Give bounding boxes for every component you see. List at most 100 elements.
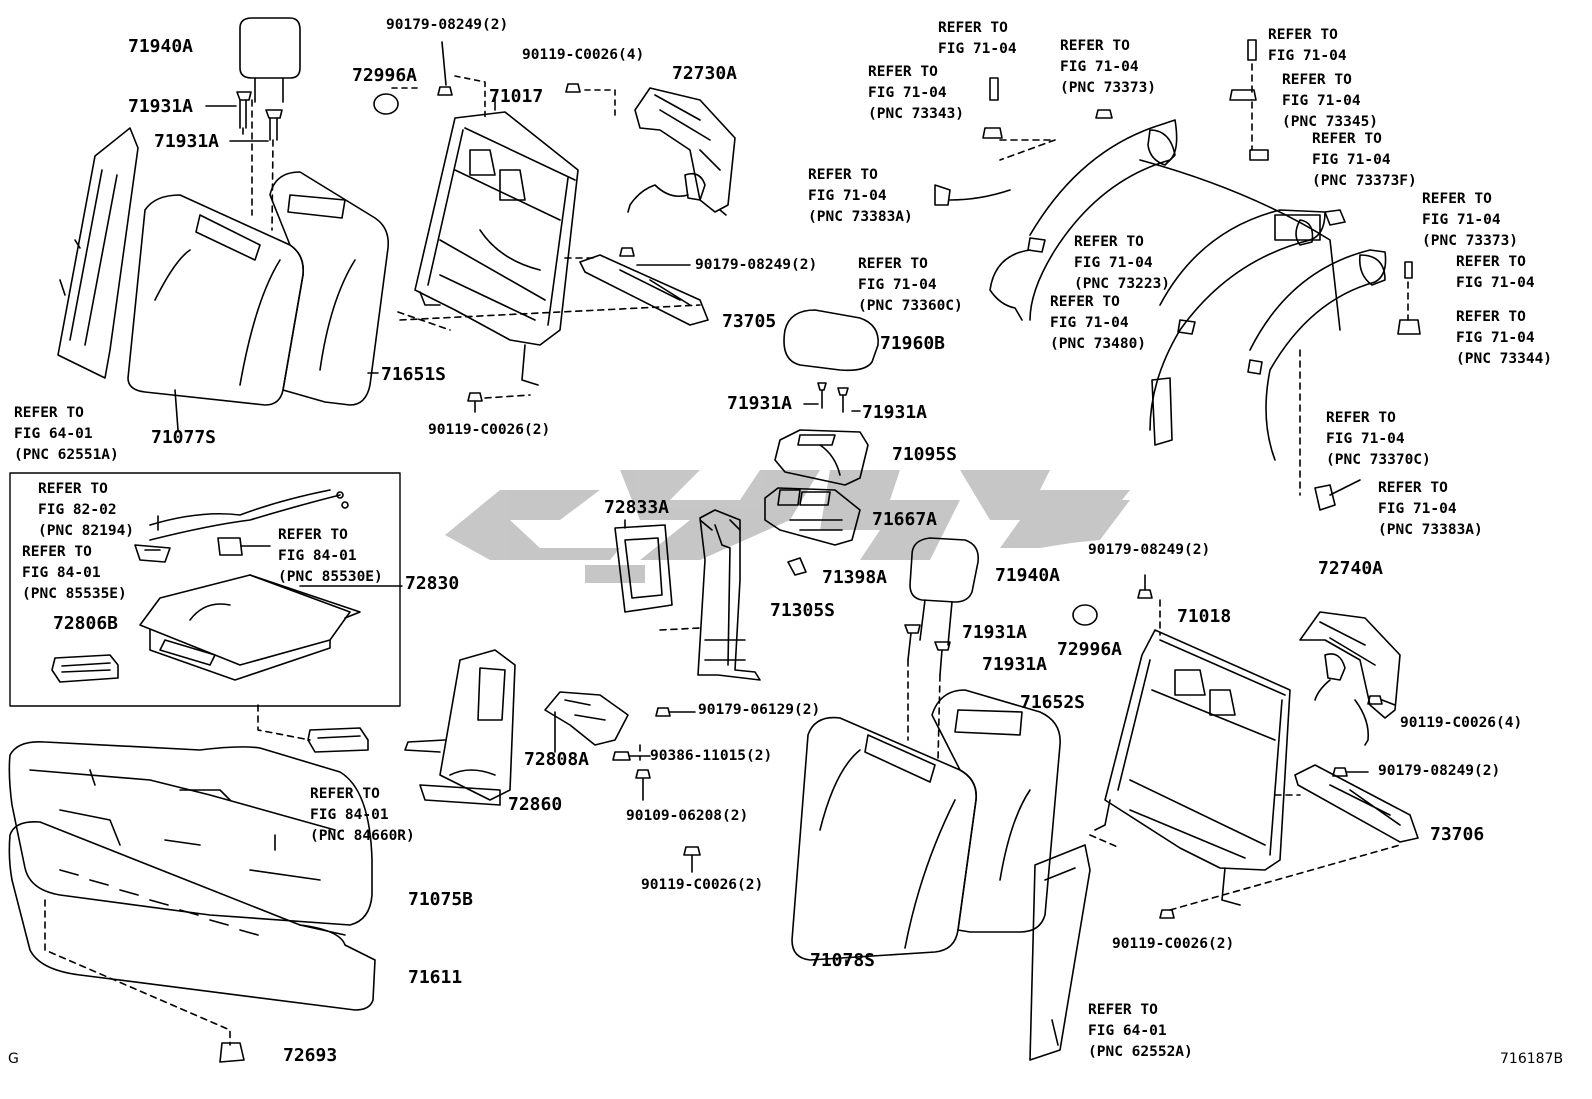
part-label: 90119-C0026(4) [522,47,645,63]
side-trim-panel-right [1029,844,1091,1061]
part-label: 71095S [892,444,958,465]
part-label: 71075B [408,889,474,910]
part-label: 72860 [508,794,563,815]
watermark-logo [445,470,1130,583]
part-label: 72808A [524,749,590,770]
seat-cushion-pad-71611 [8,820,376,1011]
part-label: 90179-08249(2) [695,257,818,273]
part-label: 72730A [672,63,738,84]
part-label: 90119-C0026(2) [641,877,764,893]
part-label: 90119-C0026(4) [1400,715,1523,731]
part-label: 71931A [128,96,194,117]
seatback-frame-71018 [1094,629,1291,906]
guide-71931a-2 [229,109,283,142]
headrest-71940a [239,17,301,103]
part-label: 71611 [408,967,463,988]
part-label: 90109-06208(2) [626,808,749,824]
seatback-cover-71077s [127,194,305,431]
cap-72996a-bottom [1072,604,1098,626]
part-label: 90179-06129(2) [698,702,821,718]
part-label: 71667A [872,509,938,530]
figure-code: 716187B [1500,1051,1564,1067]
part-label: 90179-08249(2) [1088,542,1211,558]
seatbelt-assemblies [934,39,1421,511]
part-label: 71931A [154,131,220,152]
armrest-base-71667a [764,487,861,546]
seat-cushion-71075b [8,740,373,926]
part-label: 71077S [151,427,217,448]
side-panel-72860 [404,649,516,806]
part-label: 71651S [381,364,447,385]
seatback-cover-71078s [791,716,977,966]
part-label: 73705 [722,311,777,332]
part-label: 71398A [822,567,888,588]
headrest-71940a-bottom [909,537,980,646]
bracket-72808a [544,691,629,746]
armrest-72830 [139,574,361,681]
part-label: 90179-08249(2) [386,17,509,33]
part-label: 71940A [128,36,194,57]
frame-72833a [614,524,673,613]
seatback-frame-71017 [414,94,579,386]
switch-72806b [51,654,119,683]
part-label: 72806B [53,613,119,634]
seatback-pad-71651s [269,171,390,406]
corner-letter: G [8,1051,19,1067]
part-label: 71931A [727,393,793,414]
guide-71931a-1 [205,91,252,135]
recliner-72740a [1299,611,1401,746]
side-trim-panel-left [57,127,139,379]
armrest-pad-71095s [774,429,869,486]
part-label: 71078S [810,950,876,971]
hinge-73706 [1294,764,1419,843]
part-label: 71017 [489,86,544,107]
part-label: 71305S [770,600,836,621]
cap-72996a-top [373,93,399,115]
part-label: 71931A [982,654,1048,675]
part-label: 73706 [1430,824,1485,845]
part-label: 71931A [862,402,928,423]
part-label: 72996A [1057,639,1123,660]
part-label: 72830 [405,573,460,594]
armrest-top-71960b [783,309,879,372]
clip-71398a [787,557,807,576]
hinge-73705 [579,247,709,326]
part-label: 71931A [962,622,1028,643]
part-label: 90386-11015(2) [650,748,773,764]
part-label: 71960B [880,333,946,354]
part-label: 90119-C0026(2) [1112,936,1235,952]
part-label: 72693 [283,1045,338,1066]
part-label: 71652S [1020,692,1086,713]
switch-84660r [307,727,369,753]
part-label: 72833A [604,497,670,518]
part-label: 72740A [1318,558,1384,579]
part-label: 90179-08249(2) [1378,763,1501,779]
clip-72693 [219,1042,245,1063]
part-label: 71940A [995,565,1061,586]
frame-71305s [697,509,761,681]
part-label: 72996A [352,65,418,86]
armrest-inset-box [9,472,401,707]
part-label: 71018 [1177,606,1232,627]
